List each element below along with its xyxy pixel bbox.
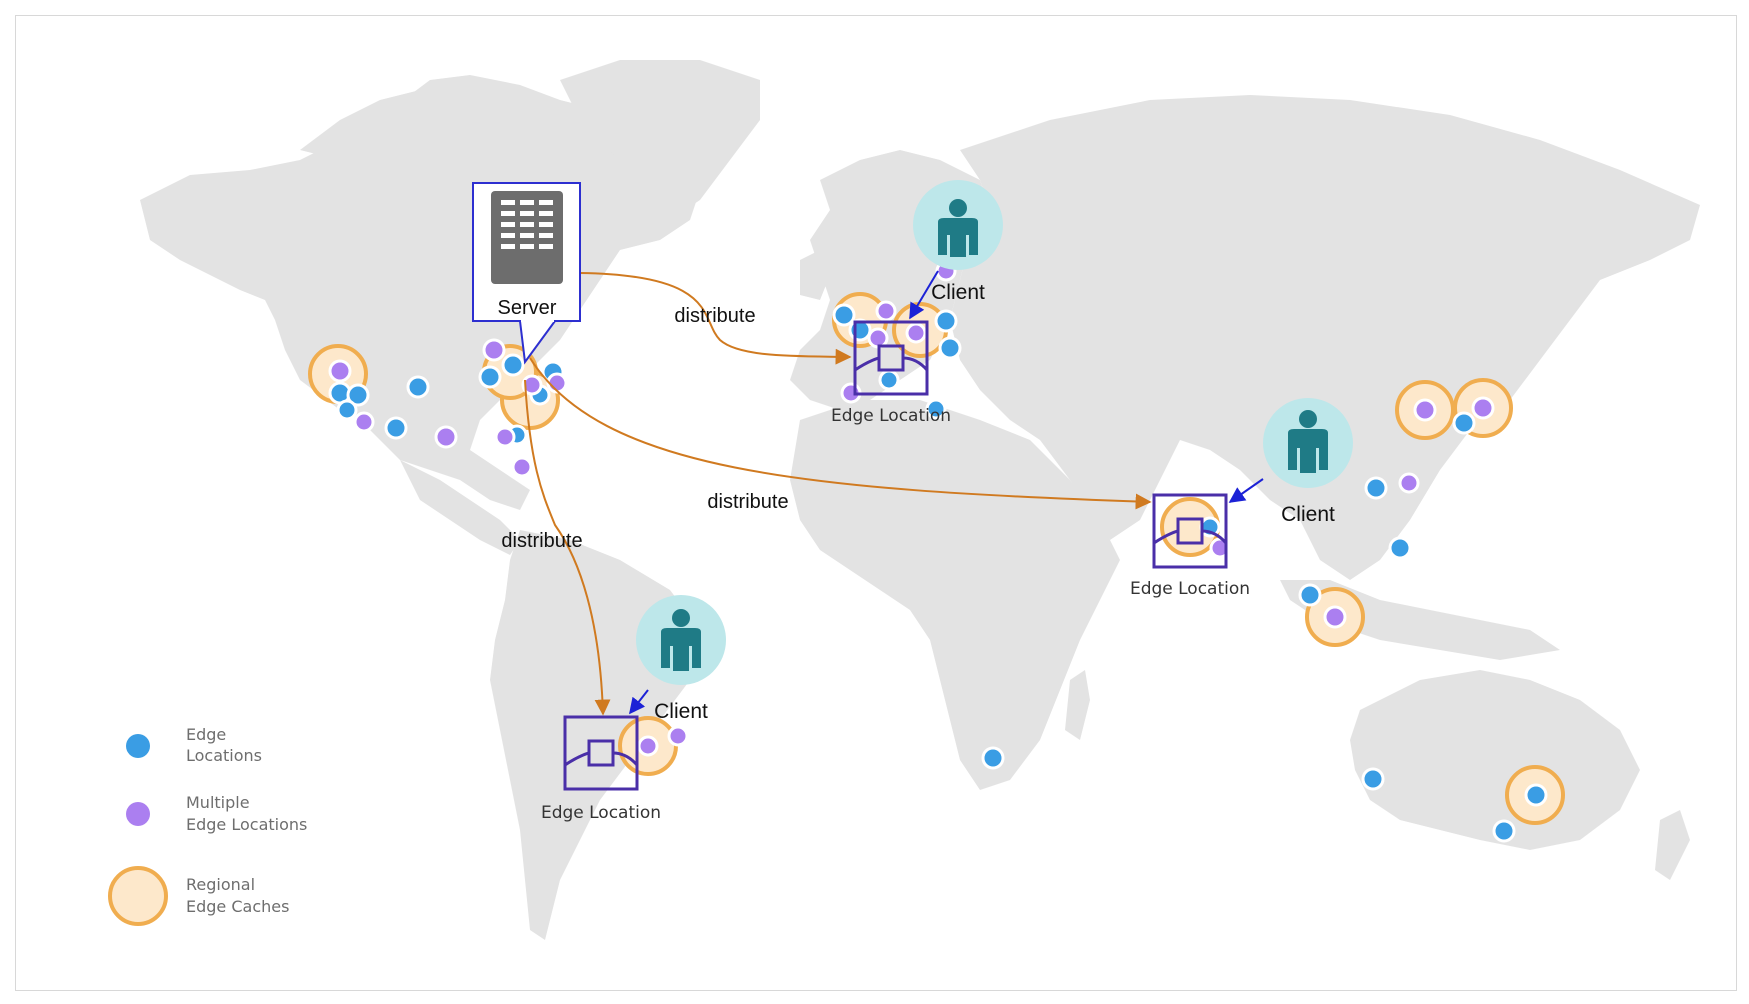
distribute-arrow-europe [579, 272, 852, 365]
edge-dot [1298, 583, 1322, 607]
client-asia[interactable]: Client [1263, 398, 1353, 526]
world-landmass [140, 60, 1700, 940]
client-europe[interactable]: Client [913, 180, 1003, 304]
arctic-islands [300, 90, 450, 160]
edge-location-label-asia: Edge Location [1130, 579, 1250, 599]
new-zealand [1655, 810, 1690, 880]
multiple-edge-dot [637, 735, 659, 757]
client-label-south-america: Client [654, 700, 708, 723]
central-america [400, 460, 520, 555]
edge-dot [981, 746, 1005, 770]
legend-regional-line1: Regional [186, 875, 255, 894]
server-rack-icon [491, 191, 563, 284]
edge-dot [1492, 819, 1516, 843]
client-arrows [629, 270, 1264, 715]
legend-edge-swatch [126, 734, 150, 758]
edge-dot [1524, 783, 1548, 807]
server-node[interactable]: Server [472, 182, 581, 365]
multiple-edge-dot [546, 372, 568, 394]
edge-dot [934, 309, 958, 333]
distribute-arrow-asia [529, 357, 1152, 510]
edge-dot [1388, 536, 1412, 560]
multiple-edge-dot [511, 456, 533, 478]
multiple-edge-dots [328, 260, 1495, 757]
multiple-edge-dot [482, 338, 506, 362]
australia [1350, 670, 1640, 850]
multiple-edge-dot [328, 359, 352, 383]
multiple-edge-dot [494, 426, 516, 448]
greenland [560, 60, 760, 220]
client-arrow-europe [909, 270, 939, 320]
multiple-edge-dot [1471, 396, 1495, 420]
asia [950, 95, 1700, 580]
person-icon [938, 199, 978, 257]
multiple-edge-dot [905, 322, 927, 344]
multiple-edge-dot [867, 327, 889, 349]
distribute-label-south-america: distribute [501, 530, 582, 552]
client-label-europe: Client [931, 281, 985, 304]
multiple-edge-dot [434, 425, 458, 449]
legend-multiple-line1: Multiple [186, 793, 250, 812]
madagascar [1065, 670, 1090, 740]
edge-location-south-america[interactable]: Edge Location [541, 715, 661, 823]
multiple-edge-dot [1398, 472, 1420, 494]
edge-location-label-europe: Edge Location [831, 406, 951, 426]
client-label-asia: Client [1281, 503, 1335, 526]
multiple-edge-dot [667, 725, 689, 747]
edge-dot [925, 398, 947, 420]
multiple-edge-dot [521, 374, 543, 396]
multiple-edge-dot [875, 300, 897, 322]
edge-dot [501, 353, 525, 377]
edge-dot [1364, 476, 1388, 500]
edge-dot [832, 303, 856, 327]
legend-edge-label: Edge Locations [186, 725, 262, 765]
client-south-america[interactable]: Client [636, 595, 726, 723]
legend-regional-swatch [108, 866, 168, 926]
legend-edge-line2: Locations [186, 746, 262, 765]
edge-dot [478, 365, 502, 389]
distribute-arrow-south-america [524, 379, 611, 716]
legend-multiple-swatch [126, 802, 150, 826]
distribute-arrows [524, 272, 1152, 716]
edge-dot [336, 399, 358, 421]
legend-multiple-line2: Edge Locations [186, 815, 307, 834]
edge-dot [346, 383, 370, 407]
distribute-label-asia: distribute [707, 491, 788, 513]
server-pointer [519, 320, 556, 365]
edge-dot [384, 416, 408, 440]
legend-regional-line2: Edge Caches [186, 897, 289, 916]
server-label: Server [498, 297, 557, 319]
client-arrow-south-america [629, 689, 649, 715]
edge-location-europe[interactable]: Edge Location [831, 320, 951, 426]
edge-dot [1361, 767, 1385, 791]
multiple-edge-dot [1413, 398, 1437, 422]
edge-dot [878, 369, 900, 391]
britain [800, 250, 830, 300]
legend-multiple-label: Multiple Edge Locations [186, 793, 307, 834]
multiple-edge-dot [1323, 605, 1347, 629]
distribute-label-europe: distribute [674, 305, 755, 327]
edge-location-asia[interactable]: Edge Location [1130, 493, 1250, 599]
client-arrow-asia [1228, 478, 1264, 503]
edge-dot [1452, 411, 1476, 435]
person-icon [1288, 410, 1328, 473]
distribute-labels: distribute distribute distribute [501, 305, 788, 552]
edge-dot [938, 336, 962, 360]
multiple-edge-dot [353, 411, 375, 433]
person-icon [661, 609, 701, 671]
legend-edge-line1: Edge [186, 725, 226, 744]
legend-regional-label: Regional Edge Caches [186, 875, 289, 916]
edge-location-label-south-america: Edge Location [541, 803, 661, 823]
map-legend: Edge Locations Multiple Edge Locations R… [108, 725, 307, 926]
edge-dot [406, 375, 430, 399]
